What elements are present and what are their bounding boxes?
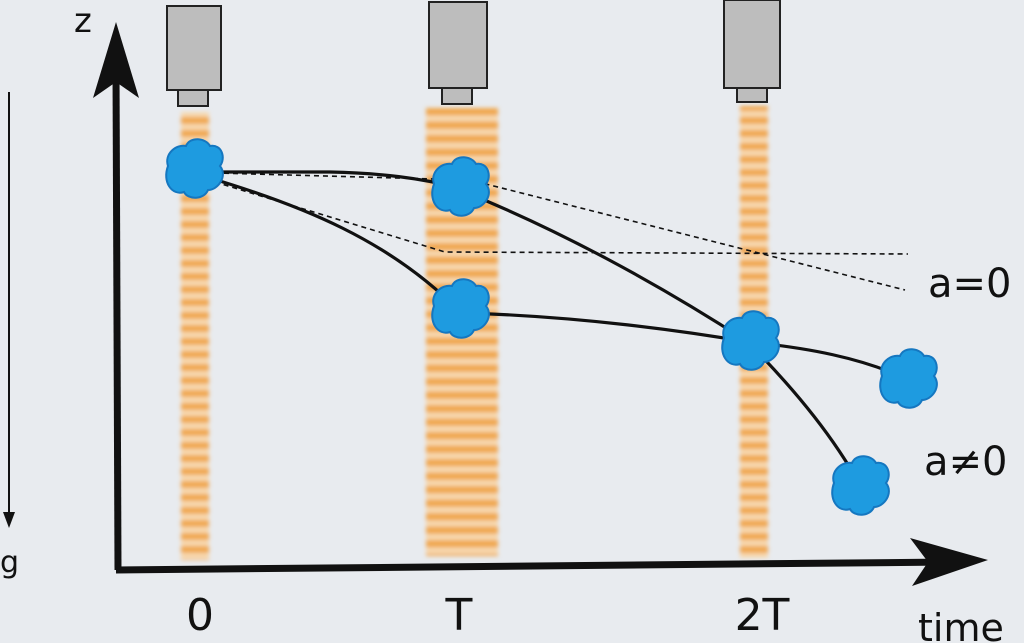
dashed-lower-path [214, 181, 909, 255]
annotation-a-nonzero: a≠0 [924, 439, 1007, 485]
trajectories-a-nonzero [209, 170, 906, 486]
atom-cloud-T-upper [431, 156, 490, 217]
solid-lower-start [209, 176, 462, 314]
time-axis [115, 538, 988, 586]
z-axis-label: z [74, 1, 92, 41]
laser-device-0 [166, 5, 222, 107]
atom-cloud-T-lower [431, 278, 490, 339]
dashed-upper-path [214, 172, 906, 291]
laser-device-T [428, 1, 488, 105]
atom-clouds [165, 138, 938, 516]
annotation-a-zero: a=0 [928, 261, 1011, 307]
gravity-arrow [3, 92, 15, 528]
trajectories-a-zero [214, 172, 909, 291]
atom-cloud-end-lower [831, 455, 890, 516]
solid-lower-mid [461, 311, 749, 344]
atom-cloud-2T [721, 310, 780, 371]
tick-label-0: 0 [186, 590, 214, 641]
solid-upper-mid [459, 188, 749, 344]
z-axis [93, 22, 139, 571]
atom-cloud-end-upper [879, 348, 938, 409]
solid-upper-start [210, 170, 461, 190]
tick-label-2T: 2T [735, 590, 790, 641]
laser-device-2T [723, 0, 781, 103]
gravity-label: g [0, 545, 19, 580]
atom-cloud-start [165, 138, 224, 199]
time-axis-label: time [918, 606, 1004, 643]
tick-label-T: T [445, 590, 473, 641]
